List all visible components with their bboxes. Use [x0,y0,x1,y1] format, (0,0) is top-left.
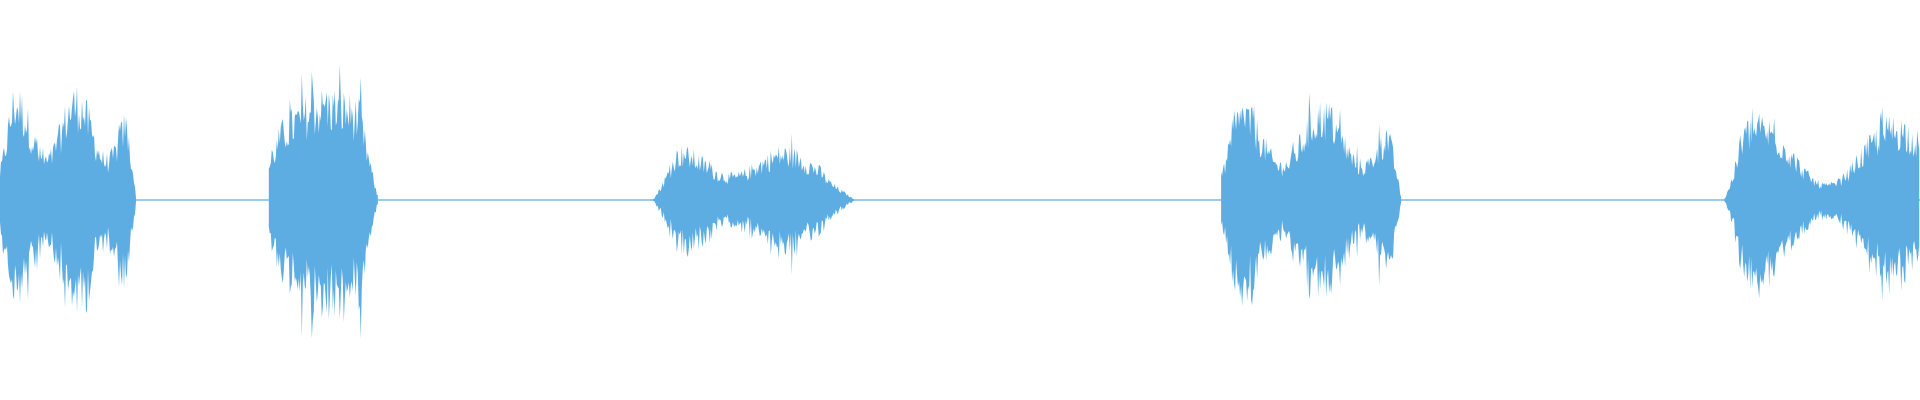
burst-2 [268,64,378,339]
burst-4 [1221,92,1402,306]
waveform-bursts [0,64,1920,339]
burst-5 [1724,106,1920,302]
burst-3 [652,133,854,276]
burst-1 [0,86,136,314]
